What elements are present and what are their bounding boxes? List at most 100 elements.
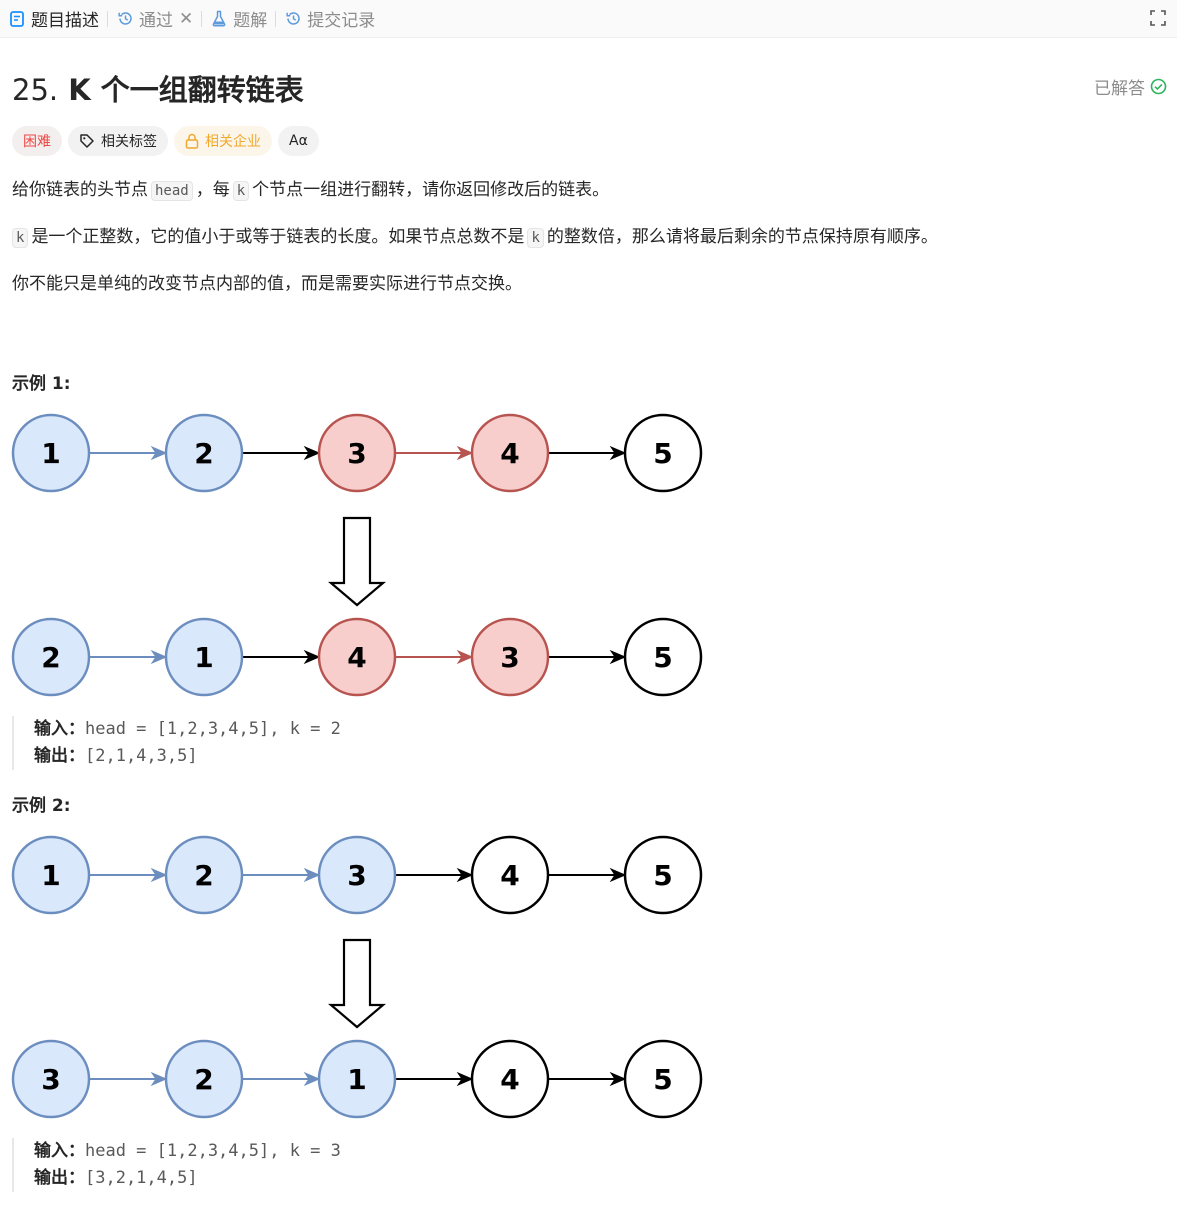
- example-1-title: 示例 1:: [12, 374, 71, 394]
- tab-solutions-label: 题解: [233, 11, 268, 31]
- description-paragraph-3: 你不能只是单纯的改变节点内部的值，而是需要实际进行节点交换。: [12, 272, 522, 296]
- tab-description[interactable]: 题目描述: [0, 0, 107, 38]
- before-link-arrow: [242, 867, 321, 883]
- after-node: 2: [164, 1039, 244, 1119]
- before-node-value: 5: [653, 859, 672, 892]
- before-node-value: 1: [41, 859, 60, 892]
- before-node: 2: [164, 413, 244, 493]
- after-node: 4: [470, 1039, 550, 1119]
- flask-icon: [210, 10, 228, 28]
- before-node: 3: [317, 413, 397, 493]
- tab-accepted[interactable]: 通过 ✕: [108, 0, 201, 38]
- before-node-value: 2: [194, 859, 213, 892]
- example-2-title: 示例 2:: [12, 796, 71, 816]
- close-icon[interactable]: ✕: [179, 8, 194, 29]
- input-label: 输入：: [34, 719, 85, 739]
- input-label: 输入：: [34, 1141, 85, 1161]
- before-node: 3: [317, 835, 397, 915]
- example-1-io: 输入：head = [1,2,3,4,5], k = 2 输出：[2,1,4,3…: [12, 716, 732, 770]
- description-text: 个节点一组进行翻转，请你返回修改后的链表。: [252, 180, 610, 200]
- after-link-arrow: [548, 1071, 627, 1087]
- after-node-value: 2: [41, 641, 60, 674]
- related-tags-label: 相关标签: [101, 134, 157, 150]
- inline-code: k: [12, 228, 29, 248]
- related-tags-button[interactable]: 相关标签: [68, 126, 168, 156]
- before-link-arrow: [548, 867, 627, 883]
- translate-icon: Aα: [289, 133, 308, 149]
- tag-chips: 困难 相关标签 相关企业 Aα: [12, 126, 325, 156]
- after-node-value: 4: [500, 1063, 519, 1096]
- output-label: 输出：: [34, 1168, 85, 1188]
- after-node-value: 5: [653, 1063, 672, 1096]
- example-1-input: head = [1,2,3,4,5], k = 2: [85, 719, 341, 739]
- description-text: ，每: [195, 180, 230, 200]
- tab-divider: [275, 10, 277, 27]
- before-node: 2: [164, 835, 244, 915]
- problem-title-text: K 个一组翻转链表: [68, 73, 304, 107]
- before-node-value: 5: [653, 437, 672, 470]
- before-node: 1: [11, 413, 91, 493]
- tab-description-label: 题目描述: [31, 11, 99, 31]
- tab-bar: 题目描述 通过 ✕ 题解 提交记录: [0, 0, 1177, 38]
- before-node: 4: [470, 413, 550, 493]
- transform-down-arrow: [327, 938, 387, 1029]
- translate-button[interactable]: Aα: [278, 126, 319, 156]
- difficulty-badge[interactable]: 困难: [12, 126, 62, 156]
- tab-submissions-label: 提交记录: [307, 11, 376, 31]
- difficulty-label: 困难: [23, 134, 51, 150]
- tab-submissions[interactable]: 提交记录: [276, 0, 383, 38]
- related-companies-label: 相关企业: [205, 134, 261, 150]
- after-node-value: 2: [194, 1063, 213, 1096]
- before-link-arrow: [548, 445, 627, 461]
- description-text: 是一个正整数，它的值小于或等于链表的长度。如果节点总数不是: [31, 227, 525, 247]
- tab-divider: [107, 10, 108, 27]
- before-link-arrow: [242, 445, 321, 461]
- related-companies-button[interactable]: 相关企业: [174, 126, 272, 156]
- before-link-arrow: [89, 867, 168, 883]
- after-node: 1: [317, 1039, 397, 1119]
- tab-divider: [201, 10, 203, 27]
- description-text: 的整数倍，那么请将最后剩余的节点保持原有顺序。: [546, 227, 938, 247]
- after-node-value: 1: [347, 1063, 366, 1096]
- before-node-value: 2: [194, 437, 213, 470]
- example-1-output: [2,1,4,3,5]: [85, 746, 198, 766]
- after-node-value: 1: [194, 641, 213, 674]
- after-link-arrow: [395, 1071, 474, 1087]
- after-link-arrow: [89, 1071, 168, 1087]
- after-link-arrow: [395, 649, 474, 665]
- tab-solutions[interactable]: 题解: [202, 0, 275, 38]
- problem-number: 25.: [12, 73, 59, 107]
- after-link-arrow: [548, 649, 627, 665]
- history-icon: [116, 10, 134, 28]
- before-node-value: 1: [41, 437, 60, 470]
- example-2-input: head = [1,2,3,4,5], k = 3: [85, 1141, 341, 1161]
- example-2-output-line: 输出：[3,2,1,4,5]: [34, 1165, 732, 1192]
- after-node-value: 3: [500, 641, 519, 674]
- after-node-value: 5: [653, 641, 672, 674]
- solved-status-label: 已解答: [1094, 79, 1145, 99]
- before-node: 5: [623, 413, 703, 493]
- before-node: 4: [470, 835, 550, 915]
- after-node-value: 4: [347, 641, 366, 674]
- before-link-arrow: [395, 445, 474, 461]
- after-node: 2: [11, 617, 91, 697]
- after-link-arrow: [89, 649, 168, 665]
- problem-title[interactable]: 25. K 个一组翻转链表: [12, 67, 304, 109]
- fullscreen-icon[interactable]: [1149, 9, 1167, 27]
- after-node: 3: [470, 617, 550, 697]
- inline-code: head: [151, 181, 193, 201]
- example-2-input-line: 输入：head = [1,2,3,4,5], k = 3: [34, 1138, 732, 1165]
- example-2-output: [3,2,1,4,5]: [85, 1168, 198, 1188]
- example-1-output-line: 输出：[2,1,4,3,5]: [34, 743, 732, 770]
- tab-accepted-label: 通过: [139, 11, 173, 31]
- description-text: 你不能只是单纯的改变节点内部的值，而是需要实际进行节点交换。: [12, 274, 522, 294]
- after-node: 5: [623, 617, 703, 697]
- before-link-arrow: [89, 445, 168, 461]
- after-node: 3: [11, 1039, 91, 1119]
- inline-code: k: [527, 228, 544, 248]
- example-1-input-line: 输入：head = [1,2,3,4,5], k = 2: [34, 716, 732, 743]
- after-link-arrow: [242, 1071, 321, 1087]
